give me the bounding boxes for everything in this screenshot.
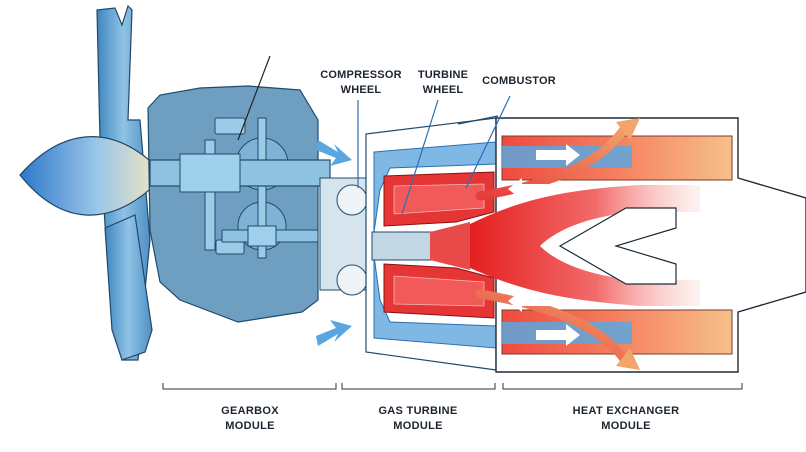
turbine-wheel <box>371 99 470 270</box>
label-compressor-line1: COMPRESSOR <box>320 69 402 81</box>
module-gearbox-line2: MODULE <box>225 420 275 432</box>
air-inlet-arrow-top <box>316 140 352 166</box>
gearbox-housing <box>147 55 331 323</box>
module-gearbox: GEARBOX MODULE <box>190 404 310 434</box>
module-gas-turbine-line1: GAS TURBINE <box>378 405 458 417</box>
label-combustor: COMBUSTOR <box>474 74 564 89</box>
module-heat-exchanger-line1: HEAT EXCHANGER <box>572 405 680 417</box>
module-heat-exchanger: HEAT EXCHANGER MODULE <box>556 404 696 434</box>
label-turbine-line1: TURBINE <box>417 69 469 81</box>
label-compressor-line2: WHEEL <box>340 84 382 96</box>
module-gas-turbine: GAS TURBINE MODULE <box>358 404 478 434</box>
label-compressor-wheel: COMPRESSOR WHEEL <box>314 68 408 98</box>
label-turbine-wheel: TURBINE WHEEL <box>408 68 478 98</box>
label-combustor-text: COMBUSTOR <box>482 75 556 87</box>
module-heat-exchanger-line2: MODULE <box>601 420 651 432</box>
heat-exchanger <box>470 117 806 373</box>
module-gas-turbine-line2: MODULE <box>393 420 443 432</box>
air-inlet-arrow-bottom <box>316 320 352 346</box>
propeller <box>19 4 161 361</box>
combustor-leader <box>465 95 511 189</box>
compressor-wheel <box>319 100 369 296</box>
module-brackets <box>162 383 743 390</box>
module-gearbox-line1: GEARBOX <box>221 405 279 417</box>
label-turbine-line2: WHEEL <box>422 84 464 96</box>
